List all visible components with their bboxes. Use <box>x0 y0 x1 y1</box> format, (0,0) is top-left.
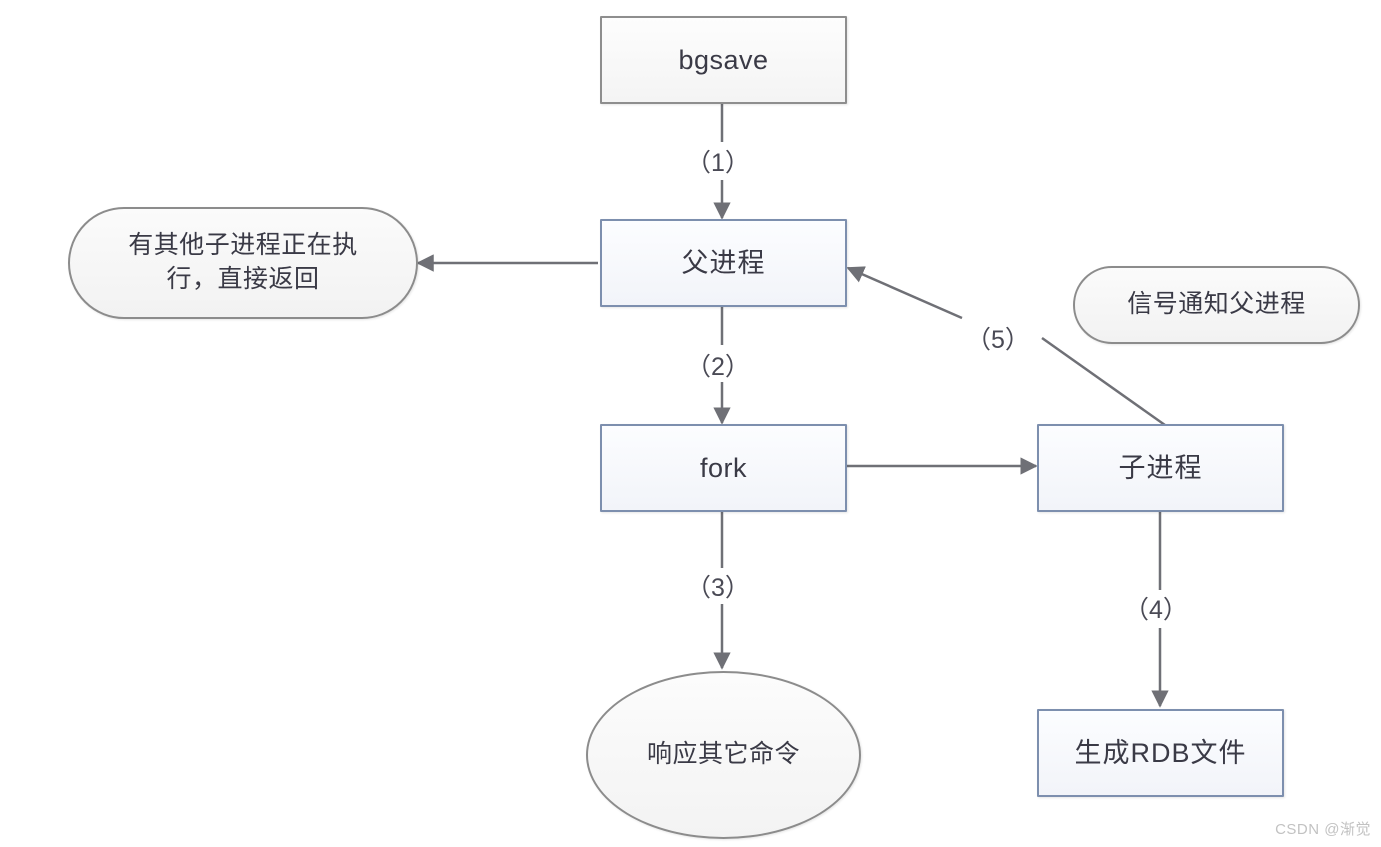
edge-label-2: （2） <box>686 353 750 381</box>
node-fork-label: fork <box>699 452 747 483</box>
node-parent-process[interactable]: 父进程 <box>600 219 847 307</box>
edge-label-1: （1） <box>686 149 750 177</box>
node-signal-notify-parent[interactable]: 信号通知父进程 <box>1073 266 1360 344</box>
watermark: CSDN @渐觉 <box>1275 821 1371 838</box>
node-respond-other-commands[interactable]: 响应其它命令 <box>586 671 861 839</box>
node-child-process[interactable]: 子进程 <box>1037 424 1284 512</box>
node-other-child-running-line-1: 有其他子进程正在执 <box>128 231 358 260</box>
edge-label-3: （3） <box>686 574 750 602</box>
node-generate-rdb-file-label: 生成RDB文件 <box>1074 737 1247 768</box>
node-other-child-running-line-2: 行，直接返回 <box>166 265 320 293</box>
edge-label-5: （5） <box>966 326 1030 354</box>
node-respond-other-commands-label: 响应其它命令 <box>646 740 800 769</box>
node-other-child-running[interactable]: 有其他子进程正在执 行，直接返回 <box>68 207 418 319</box>
node-signal-notify-parent-label: 信号通知父进程 <box>1127 290 1306 319</box>
edge-label-4: （4） <box>1124 596 1188 624</box>
node-bgsave[interactable]: bgsave <box>600 16 847 104</box>
node-fork[interactable]: fork <box>600 424 847 512</box>
node-child-process-label: 子进程 <box>1118 452 1203 483</box>
node-bgsave-label: bgsave <box>678 44 769 75</box>
node-parent-process-label: 父进程 <box>681 247 766 278</box>
node-generate-rdb-file[interactable]: 生成RDB文件 <box>1037 709 1284 797</box>
